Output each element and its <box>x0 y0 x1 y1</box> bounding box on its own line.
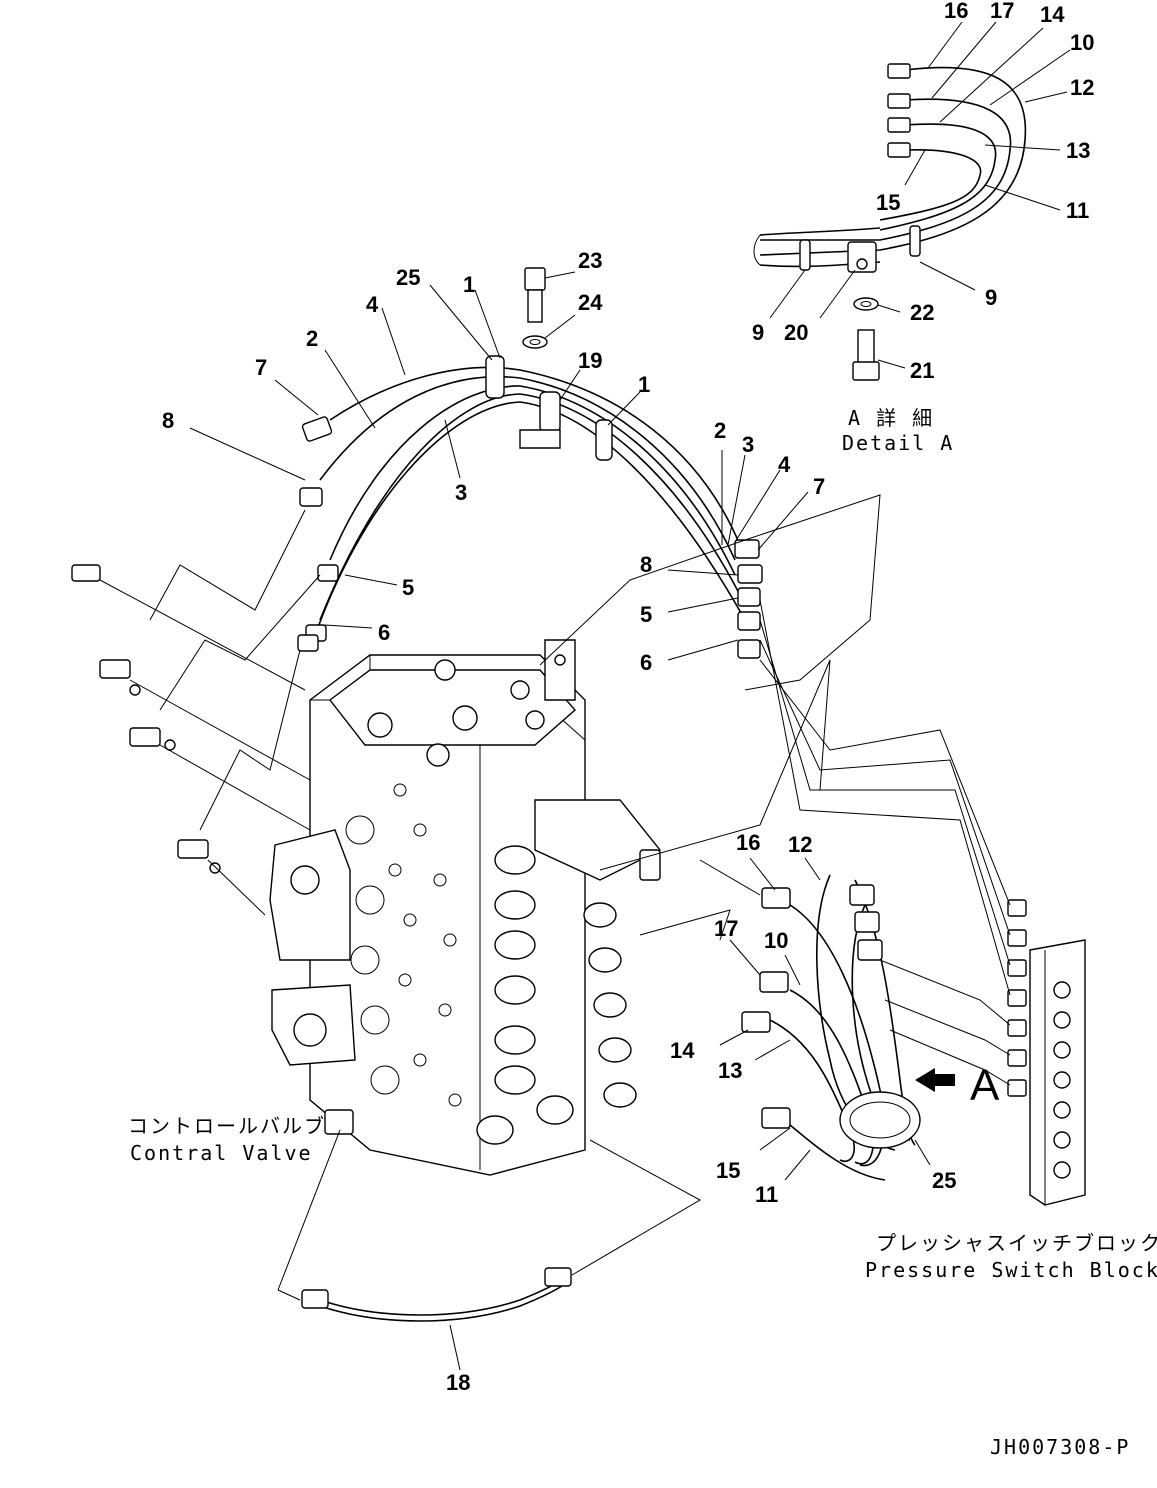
callout-6: 6 <box>378 620 390 645</box>
outline-shapes <box>539 494 881 941</box>
callout-5: 5 <box>640 602 652 627</box>
lower-right-leaders <box>699 857 931 1181</box>
callout-12: 12 <box>788 832 812 857</box>
callout-4: 4 <box>366 292 379 317</box>
callout-6: 6 <box>640 650 652 675</box>
callout-3: 3 <box>455 480 467 505</box>
callout-9: 9 <box>985 285 997 310</box>
callout-10: 10 <box>1070 30 1094 55</box>
callout-18: 18 <box>446 1370 470 1395</box>
callout-13: 13 <box>1066 138 1090 163</box>
callout-1: 1 <box>463 272 475 297</box>
control-valve-label-en: Contral Valve <box>130 1141 313 1165</box>
callout-7: 7 <box>813 474 825 499</box>
callout-17: 17 <box>714 916 738 941</box>
captions: A 詳 細 Detail A A コントロールバルブ Contral Valve… <box>128 406 1157 1459</box>
callout-12: 12 <box>1070 75 1094 100</box>
callout-22: 22 <box>910 300 934 325</box>
callout-numbers: 16 17 14 10 12 13 15 11 9 9 20 22 21 23 … <box>162 0 1094 1395</box>
callout-17: 17 <box>990 0 1014 23</box>
callout-8: 8 <box>640 552 652 577</box>
side-face-holes <box>345 783 462 1107</box>
callout-23: 23 <box>578 248 602 273</box>
upper-hose-arch <box>297 267 763 659</box>
callout-14: 14 <box>1040 2 1065 27</box>
callout-2: 2 <box>714 418 726 443</box>
pressure-switch-label-en: Pressure Switch Block <box>865 1258 1157 1282</box>
callout-7: 7 <box>255 355 267 380</box>
detail-a-title-en: Detail A <box>842 431 954 455</box>
callout-15: 15 <box>716 1158 740 1183</box>
detail-a-hose-bundle <box>753 63 1027 381</box>
control-valve-label-jp: コントロールバルブ <box>128 1114 326 1138</box>
detail-a-title-jp: A 詳 細 <box>848 406 934 430</box>
spool-stack <box>476 845 637 1145</box>
callout-16: 16 <box>944 0 968 23</box>
callout-11: 11 <box>755 1182 778 1207</box>
callout-4: 4 <box>778 452 791 477</box>
hose-18 <box>277 1129 702 1371</box>
callout-2: 2 <box>306 326 318 351</box>
callout-10: 10 <box>764 928 788 953</box>
upper-leaders <box>189 271 809 661</box>
callout-8: 8 <box>162 408 174 433</box>
callout-15: 15 <box>876 190 900 215</box>
callout-20: 20 <box>784 320 808 345</box>
view-arrow-label: A <box>970 1061 1000 1110</box>
detail-a-leaders <box>769 21 1071 369</box>
drawing-number: JH007308-P <box>990 1435 1130 1459</box>
callout-3: 3 <box>742 432 754 457</box>
left-fittings <box>71 509 321 916</box>
control-valve-body <box>269 639 662 1176</box>
callout-1: 1 <box>638 372 650 397</box>
right-hose-bundle <box>741 874 921 1181</box>
callout-24: 24 <box>578 290 603 315</box>
switch-fittings <box>1053 981 1071 1179</box>
callout-16: 16 <box>736 830 760 855</box>
pressure-switch-block <box>759 599 1086 1206</box>
callout-13: 13 <box>718 1058 742 1083</box>
callout-25: 25 <box>396 265 420 290</box>
callout-11: 11 <box>1066 198 1089 223</box>
callout-14: 14 <box>670 1038 695 1063</box>
callout-21: 21 <box>910 358 934 383</box>
callout-25: 25 <box>932 1168 956 1193</box>
callout-9: 9 <box>752 320 764 345</box>
callout-5: 5 <box>402 575 414 600</box>
callout-19: 19 <box>578 348 602 373</box>
pressure-switch-label-jp: プレッシャスイッチブロック <box>876 1231 1157 1255</box>
